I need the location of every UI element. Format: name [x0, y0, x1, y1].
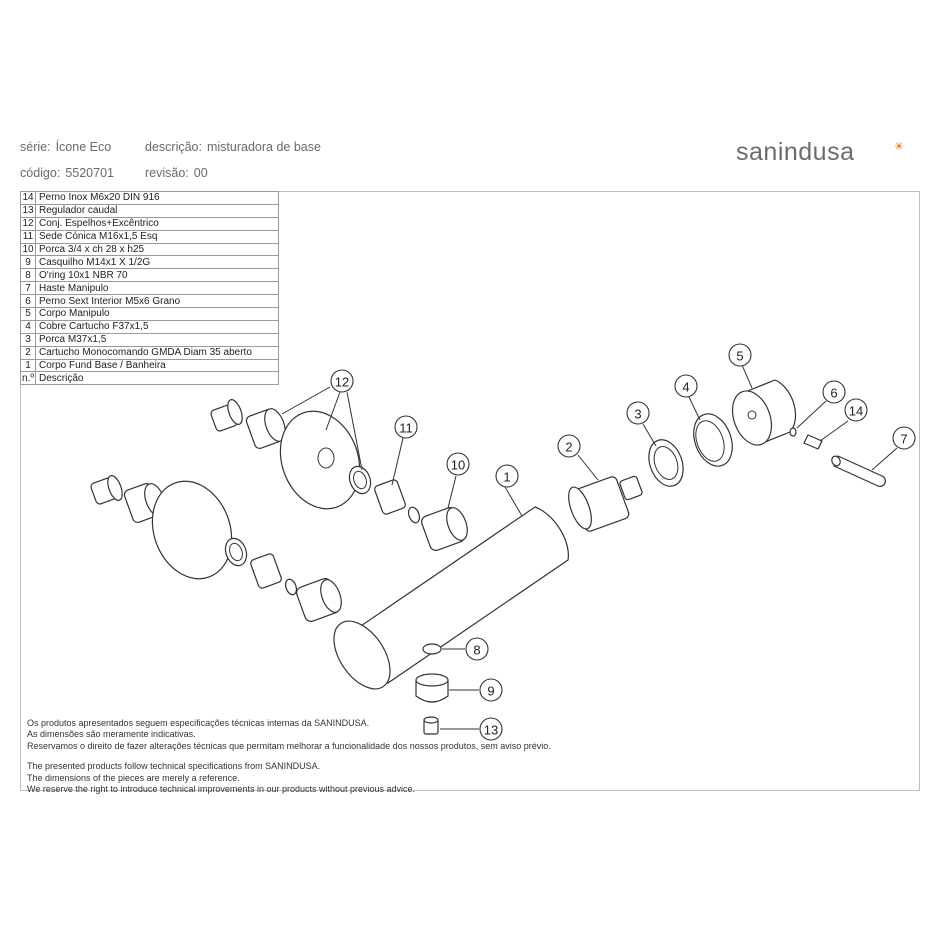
- callout-4: 4: [674, 374, 698, 398]
- callout-3: 3: [626, 401, 650, 425]
- part-8-oring: [422, 643, 442, 655]
- serie-value: Ícone Eco: [55, 140, 112, 154]
- note-en-2: The dimensions of the pieces are merely …: [27, 772, 240, 783]
- disclaimer-notes: Os produtos apresentados seguem especifi…: [27, 718, 551, 795]
- codigo-value: 5520701: [65, 166, 114, 180]
- codigo-label: código:: [20, 166, 61, 180]
- callout-9-label: 9: [487, 684, 494, 699]
- callout-14-label: 14: [849, 404, 863, 419]
- callout-3-label: 3: [634, 407, 641, 422]
- callout-10-label: 10: [451, 458, 465, 473]
- lower-eccentric-assembly: [90, 475, 342, 622]
- note-pt-2: As dimensões são meramente indicativas.: [27, 729, 196, 740]
- note-en-3: We reserve the right to introduce techni…: [27, 784, 416, 795]
- part-13-flow-regulator: [423, 716, 439, 735]
- callout-13-label: 13: [484, 723, 498, 738]
- callout-2-label: 2: [565, 440, 572, 455]
- serie-field: série: Ícone Eco: [20, 140, 115, 154]
- part-7-handle-stem: [831, 455, 886, 487]
- sanindusa-logo: sanindusa: [736, 138, 854, 167]
- revisao-value: 00: [193, 166, 208, 180]
- serie-label: série:: [20, 140, 51, 154]
- logo-text-indusa: indusa: [777, 138, 855, 166]
- callout-10: 10: [446, 452, 470, 476]
- callout-13: 13: [479, 717, 503, 741]
- part-4-cover: [693, 413, 733, 467]
- revisao-field: revisão: 00: [145, 166, 212, 180]
- callout-8-label: 8: [473, 643, 480, 658]
- callout-5: 5: [728, 343, 752, 367]
- callout-6-label: 6: [830, 386, 837, 401]
- part-1-body: [333, 506, 569, 690]
- descricao-field: descrição: misturadora de base: [145, 140, 325, 154]
- note-en-1: The presented products follow technical …: [27, 761, 321, 772]
- callout-12-label: 12: [335, 375, 349, 390]
- drawing-frame: [20, 191, 920, 791]
- part-6-grub-screw: [789, 427, 797, 437]
- part-description-cell: Descrição: [35, 371, 279, 386]
- upper-eccentric-assembly: [210, 399, 468, 551]
- callout-7: 7: [892, 426, 916, 450]
- callout-11: 11: [394, 415, 418, 439]
- logo-sun-icon: [895, 142, 903, 150]
- callout-1: 1: [495, 464, 519, 488]
- descricao-label: descrição:: [145, 140, 202, 154]
- note-pt-1: Os produtos apresentados seguem especifi…: [27, 718, 370, 728]
- leader-lines: [281, 364, 898, 730]
- part-3-nut: [648, 439, 684, 487]
- callout-12: 12: [330, 369, 354, 393]
- part-5-handle-body: [731, 379, 797, 446]
- codigo-field: código: 5520701: [20, 166, 118, 180]
- logo-text-san: san: [736, 138, 778, 166]
- part-14-pin: [803, 434, 823, 450]
- revisao-label: revisão:: [145, 166, 189, 180]
- callout-2: 2: [557, 434, 581, 458]
- callout-11-label: 11: [399, 421, 413, 436]
- callout-14: 14: [844, 398, 868, 422]
- callout-8: 8: [465, 637, 489, 661]
- note-pt-3: Reservamos o direito de fazer alterações…: [27, 740, 551, 751]
- callout-1-label: 1: [503, 470, 510, 485]
- descricao-value: misturadora de base: [206, 140, 321, 154]
- callout-7-label: 7: [900, 432, 907, 447]
- callout-9: 9: [479, 678, 503, 702]
- callout-4-label: 4: [682, 380, 689, 395]
- part-9-bushing: [415, 673, 449, 703]
- callout-6: 6: [822, 380, 846, 404]
- callout-5-label: 5: [736, 349, 743, 364]
- part-2-cartridge: [568, 475, 643, 532]
